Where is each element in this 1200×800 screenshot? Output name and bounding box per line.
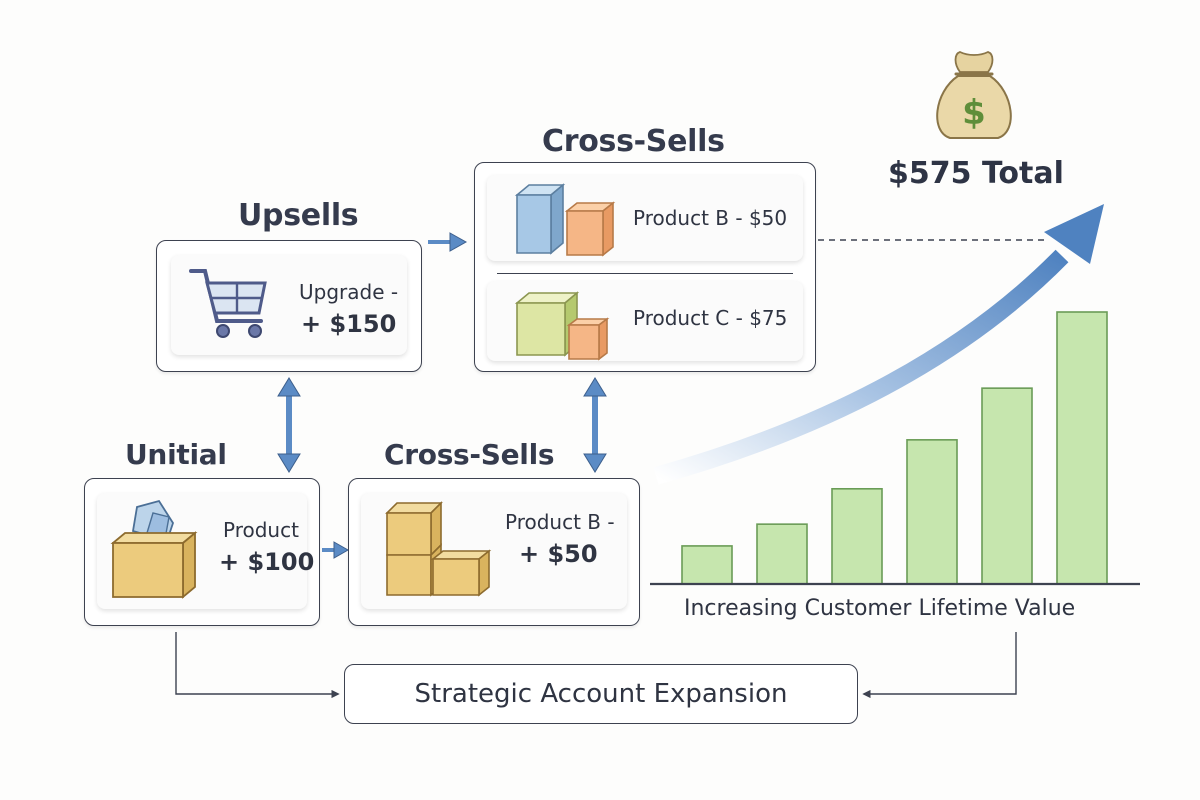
double-arrow-crosssells [583,377,607,473]
bar-3 [831,487,883,585]
strategic-account-expansion-box: Strategic Account Expansion [344,664,858,724]
footer-connector-left [175,632,340,699]
chart-x-axis-label: Increasing Customer Lifetime Value [684,596,1076,621]
arrow-upsell-to-crosssell [428,232,468,252]
strategic-account-expansion-label: Strategic Account Expansion [414,679,788,709]
upsell-line-2: + $150 [301,310,397,338]
initial-title: Unitial [125,438,227,471]
double-arrow-upsell-initial [277,377,301,473]
upsells-box: Upgrade - + $150 [156,240,422,372]
bar-2 [756,523,808,585]
upsell-line-1: Upgrade - [299,280,399,304]
bar-1 [681,545,733,585]
initial-line-1: Product [223,518,299,542]
upsells-inner-card [171,255,407,355]
initial-box: Product + $100 [84,478,320,626]
blue-orange-cubes-icon [514,183,616,257]
arrow-initial-to-crosssell [322,541,350,559]
bar-6 [1056,311,1108,585]
cross-sell-item-b-label: Product B - $50 [633,206,788,230]
total-value: $575 Total [888,156,1064,191]
cross-sells-bottom-title: Cross-Sells [384,438,555,471]
bar-4 [906,439,958,585]
bar-5 [981,387,1033,585]
money-bag-icon: $ [936,51,1012,139]
shopping-cart-icon [189,269,267,338]
cross-sells-top-title: Cross-Sells [542,124,725,159]
upsells-title: Upsells [238,198,359,233]
cross-sell-divider [497,273,793,274]
cross-sells-bottom-box: Product B - + $50 [348,478,640,626]
open-box-icon [110,499,198,599]
green-orange-cubes-icon [514,291,610,361]
cross-sell-item-c-label: Product C - $75 [633,306,788,330]
trend-arrow [653,204,1104,485]
initial-line-2: + $100 [219,548,315,576]
cross-sells-top-box: Product B - $50 Product C - $75 [474,162,816,372]
footer-connector-right [862,632,1017,699]
stacked-boxes-icon [385,501,492,597]
cross-sell-bottom-line-1: Product B - [505,510,615,534]
bar-chart [681,311,1108,585]
svg-text:$: $ [962,93,986,133]
cross-sell-bottom-line-2: + $50 [519,540,598,568]
